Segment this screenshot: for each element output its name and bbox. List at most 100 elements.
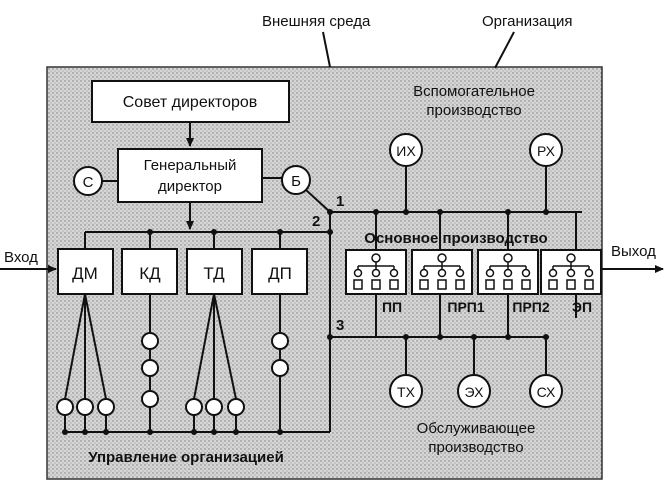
production-mini-node (419, 268, 429, 278)
service-unit-circle-eh (457, 374, 491, 408)
production-unit-label-pp: ПП (382, 299, 402, 315)
td-subunit-circle (227, 398, 245, 416)
department-label-dm: ДМ (72, 264, 98, 283)
junction-dot (505, 334, 511, 340)
production-unit-label-ep: ЭП (572, 299, 592, 315)
service-production-label-line2: производство (428, 439, 523, 456)
junction-dot (82, 429, 88, 435)
production-mini-cell (485, 279, 495, 290)
junction-dot (191, 429, 197, 435)
production-mini-node (353, 268, 363, 278)
production-mini-cell (584, 279, 594, 290)
production-mini-node (455, 268, 465, 278)
service-unit-label-sh: СХ (537, 384, 556, 400)
production-mini-node (485, 268, 495, 278)
production-mini-node (437, 268, 447, 278)
production-mini-node (503, 268, 513, 278)
b-to-bus-line (305, 189, 331, 213)
junction-dot (327, 229, 333, 235)
production-unit-label-prp2: ПРП2 (512, 299, 549, 315)
service-unit-circle-th (389, 374, 423, 408)
production-mini-node (371, 268, 381, 278)
input-label: Вход (4, 249, 38, 266)
main-production-label: Основное производство (364, 230, 547, 247)
dp-subunit-circle (271, 359, 289, 377)
dp-subunit-circle (271, 332, 289, 350)
production-mini-node (503, 253, 513, 263)
junction-dot (62, 429, 68, 435)
kd-subunit-circle (141, 332, 159, 350)
department-label-kd: КД (139, 264, 161, 283)
external-environment-pointer (322, 31, 331, 68)
aux-production-label-line1: Вспомогательное (413, 83, 535, 100)
general-director-label-line1: Генеральный (144, 157, 237, 174)
kd-subunit-circle (141, 390, 159, 408)
production-mini-node (371, 253, 381, 263)
junction-dot (327, 334, 333, 340)
junction-dot (327, 209, 333, 215)
c-label: С (83, 174, 94, 191)
service-unit-label-th: ТХ (397, 384, 416, 400)
junction-dot (233, 429, 239, 435)
organization-pointer (494, 31, 515, 69)
kd-subunit-circle (141, 359, 159, 377)
general-director-box (117, 148, 263, 203)
board-of-directors-box (91, 80, 290, 123)
production-mini-cell (437, 279, 447, 290)
aux-production-label-line2: производство (426, 102, 521, 119)
junction-dot (211, 429, 217, 435)
td-subunit-circle (205, 398, 223, 416)
organization-label: Организация (482, 13, 572, 30)
department-box-dp (251, 248, 308, 295)
junction-dot (147, 229, 153, 235)
board-of-directors-label: Совет директоров (123, 94, 258, 111)
production-mini-node (584, 268, 594, 278)
junction-dot (505, 209, 511, 215)
service-unit-label-eh: ЭХ (465, 384, 485, 400)
production-mini-cell (503, 279, 513, 290)
production-mini-cell (419, 279, 429, 290)
production-mini-node (548, 268, 558, 278)
junction-dot (403, 209, 409, 215)
dm-subunit-circle (76, 398, 94, 416)
output-label: Выход (611, 243, 656, 260)
junction-dot (543, 209, 549, 215)
td-subunit-circle (185, 398, 203, 416)
service-unit-circle-sh (529, 374, 563, 408)
b-circle (281, 165, 311, 195)
td-fan-line (193, 293, 215, 400)
td-fan-line (213, 293, 237, 400)
department-label-td: ТД (203, 264, 225, 283)
c-circle (73, 166, 103, 196)
junction-dot (373, 209, 379, 215)
production-mini-node (521, 268, 531, 278)
production-mini-node (437, 253, 447, 263)
department-label-dp: ДП (268, 264, 292, 283)
general-director-label-line2: директор (158, 178, 222, 195)
dm-fan-line (64, 293, 86, 400)
aux-unit-label-ih: ИХ (396, 143, 416, 159)
external-environment-label: Внешняя среда (262, 13, 371, 30)
production-unit-label-prp1: ПРП1 (447, 299, 484, 315)
junction-dot (147, 429, 153, 435)
junction-dot (437, 334, 443, 340)
production-mini-cell (371, 279, 381, 290)
production-mini-node (566, 253, 576, 263)
production-mini-node (389, 268, 399, 278)
junction-dot (277, 429, 283, 435)
bus-2-label: 2 (312, 213, 320, 230)
production-mini-cell (548, 279, 558, 290)
management-label: Управление организацией (88, 449, 284, 466)
dm-subunit-circle (56, 398, 74, 416)
production-mini-cell (455, 279, 465, 290)
dm-fan-line (84, 293, 107, 400)
production-mini-cell (566, 279, 576, 290)
junction-dot (211, 229, 217, 235)
department-box-kd (121, 248, 178, 295)
junction-dot (103, 429, 109, 435)
dm-subunit-circle (97, 398, 115, 416)
bus-3-label: 3 (336, 317, 344, 334)
service-production-label-line1: Обслуживающее (417, 420, 536, 437)
b-label: Б (291, 173, 301, 190)
